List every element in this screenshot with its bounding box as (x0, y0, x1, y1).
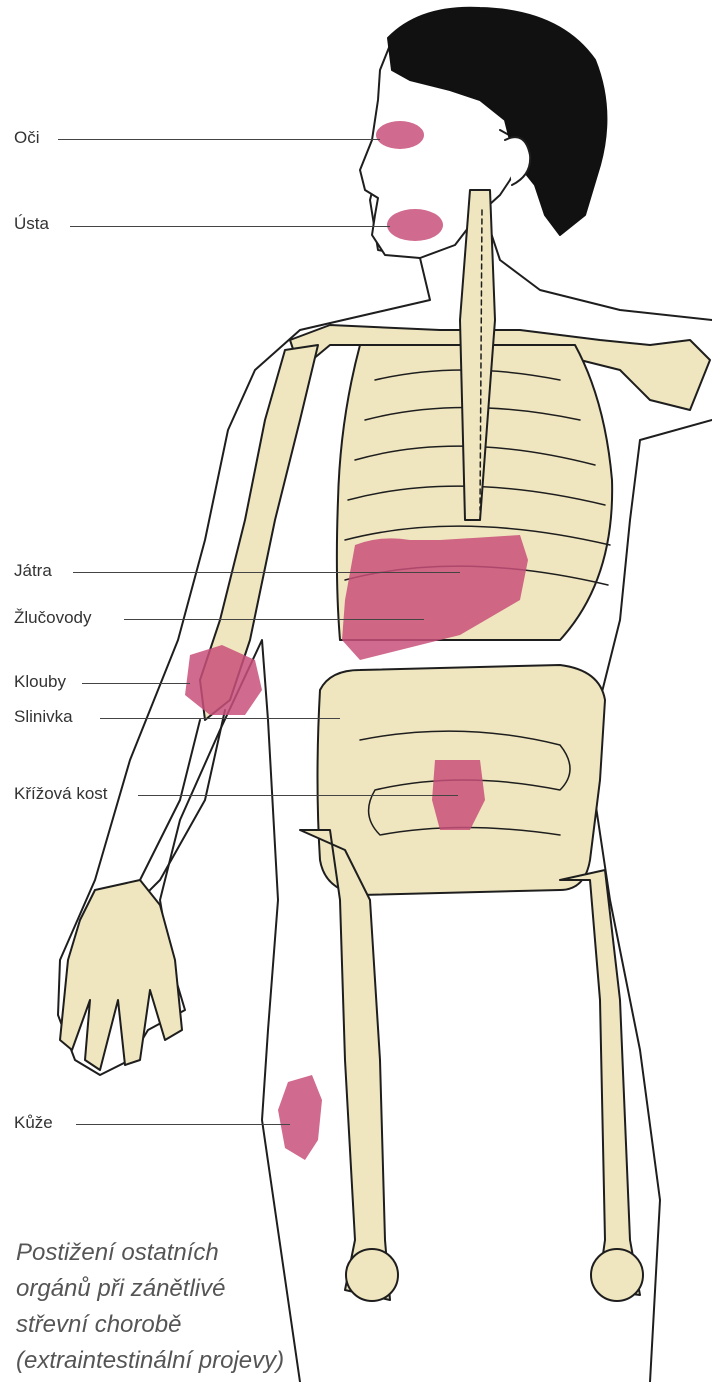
mouth-region (387, 209, 443, 241)
leader-slinivka (100, 718, 340, 719)
caption-line-3: střevní chorobě (16, 1307, 346, 1343)
caption-line-1: Postižení ostatních (16, 1235, 346, 1271)
label-usta: Ústa (14, 214, 49, 234)
leg-bones (300, 830, 640, 1300)
label-jatra: Játra (14, 561, 52, 581)
leader-zlucovody (124, 619, 424, 620)
leader-oci (58, 139, 380, 140)
caption-line-4: (extraintestinální projevy) (16, 1343, 346, 1379)
eye-region (376, 121, 424, 149)
label-kuze: Kůže (14, 1113, 53, 1133)
liver-region (342, 535, 528, 660)
leader-jatra (73, 572, 460, 573)
caption-line-2: orgánů při zánětlivé (16, 1271, 346, 1307)
figure-caption: Postižení ostatních orgánů při zánětlivé… (16, 1235, 346, 1379)
leader-kuze (76, 1124, 290, 1125)
label-slinivka: Slinivka (14, 707, 73, 727)
label-klouby: Klouby (14, 672, 66, 692)
leader-klouby (82, 683, 190, 684)
label-zlucovody: Žlučovody (14, 608, 91, 628)
label-oci: Oči (14, 128, 40, 148)
leader-krizova-kost (138, 795, 458, 796)
label-krizova-kost: Křížová kost (14, 784, 108, 804)
leader-usta (70, 226, 390, 227)
